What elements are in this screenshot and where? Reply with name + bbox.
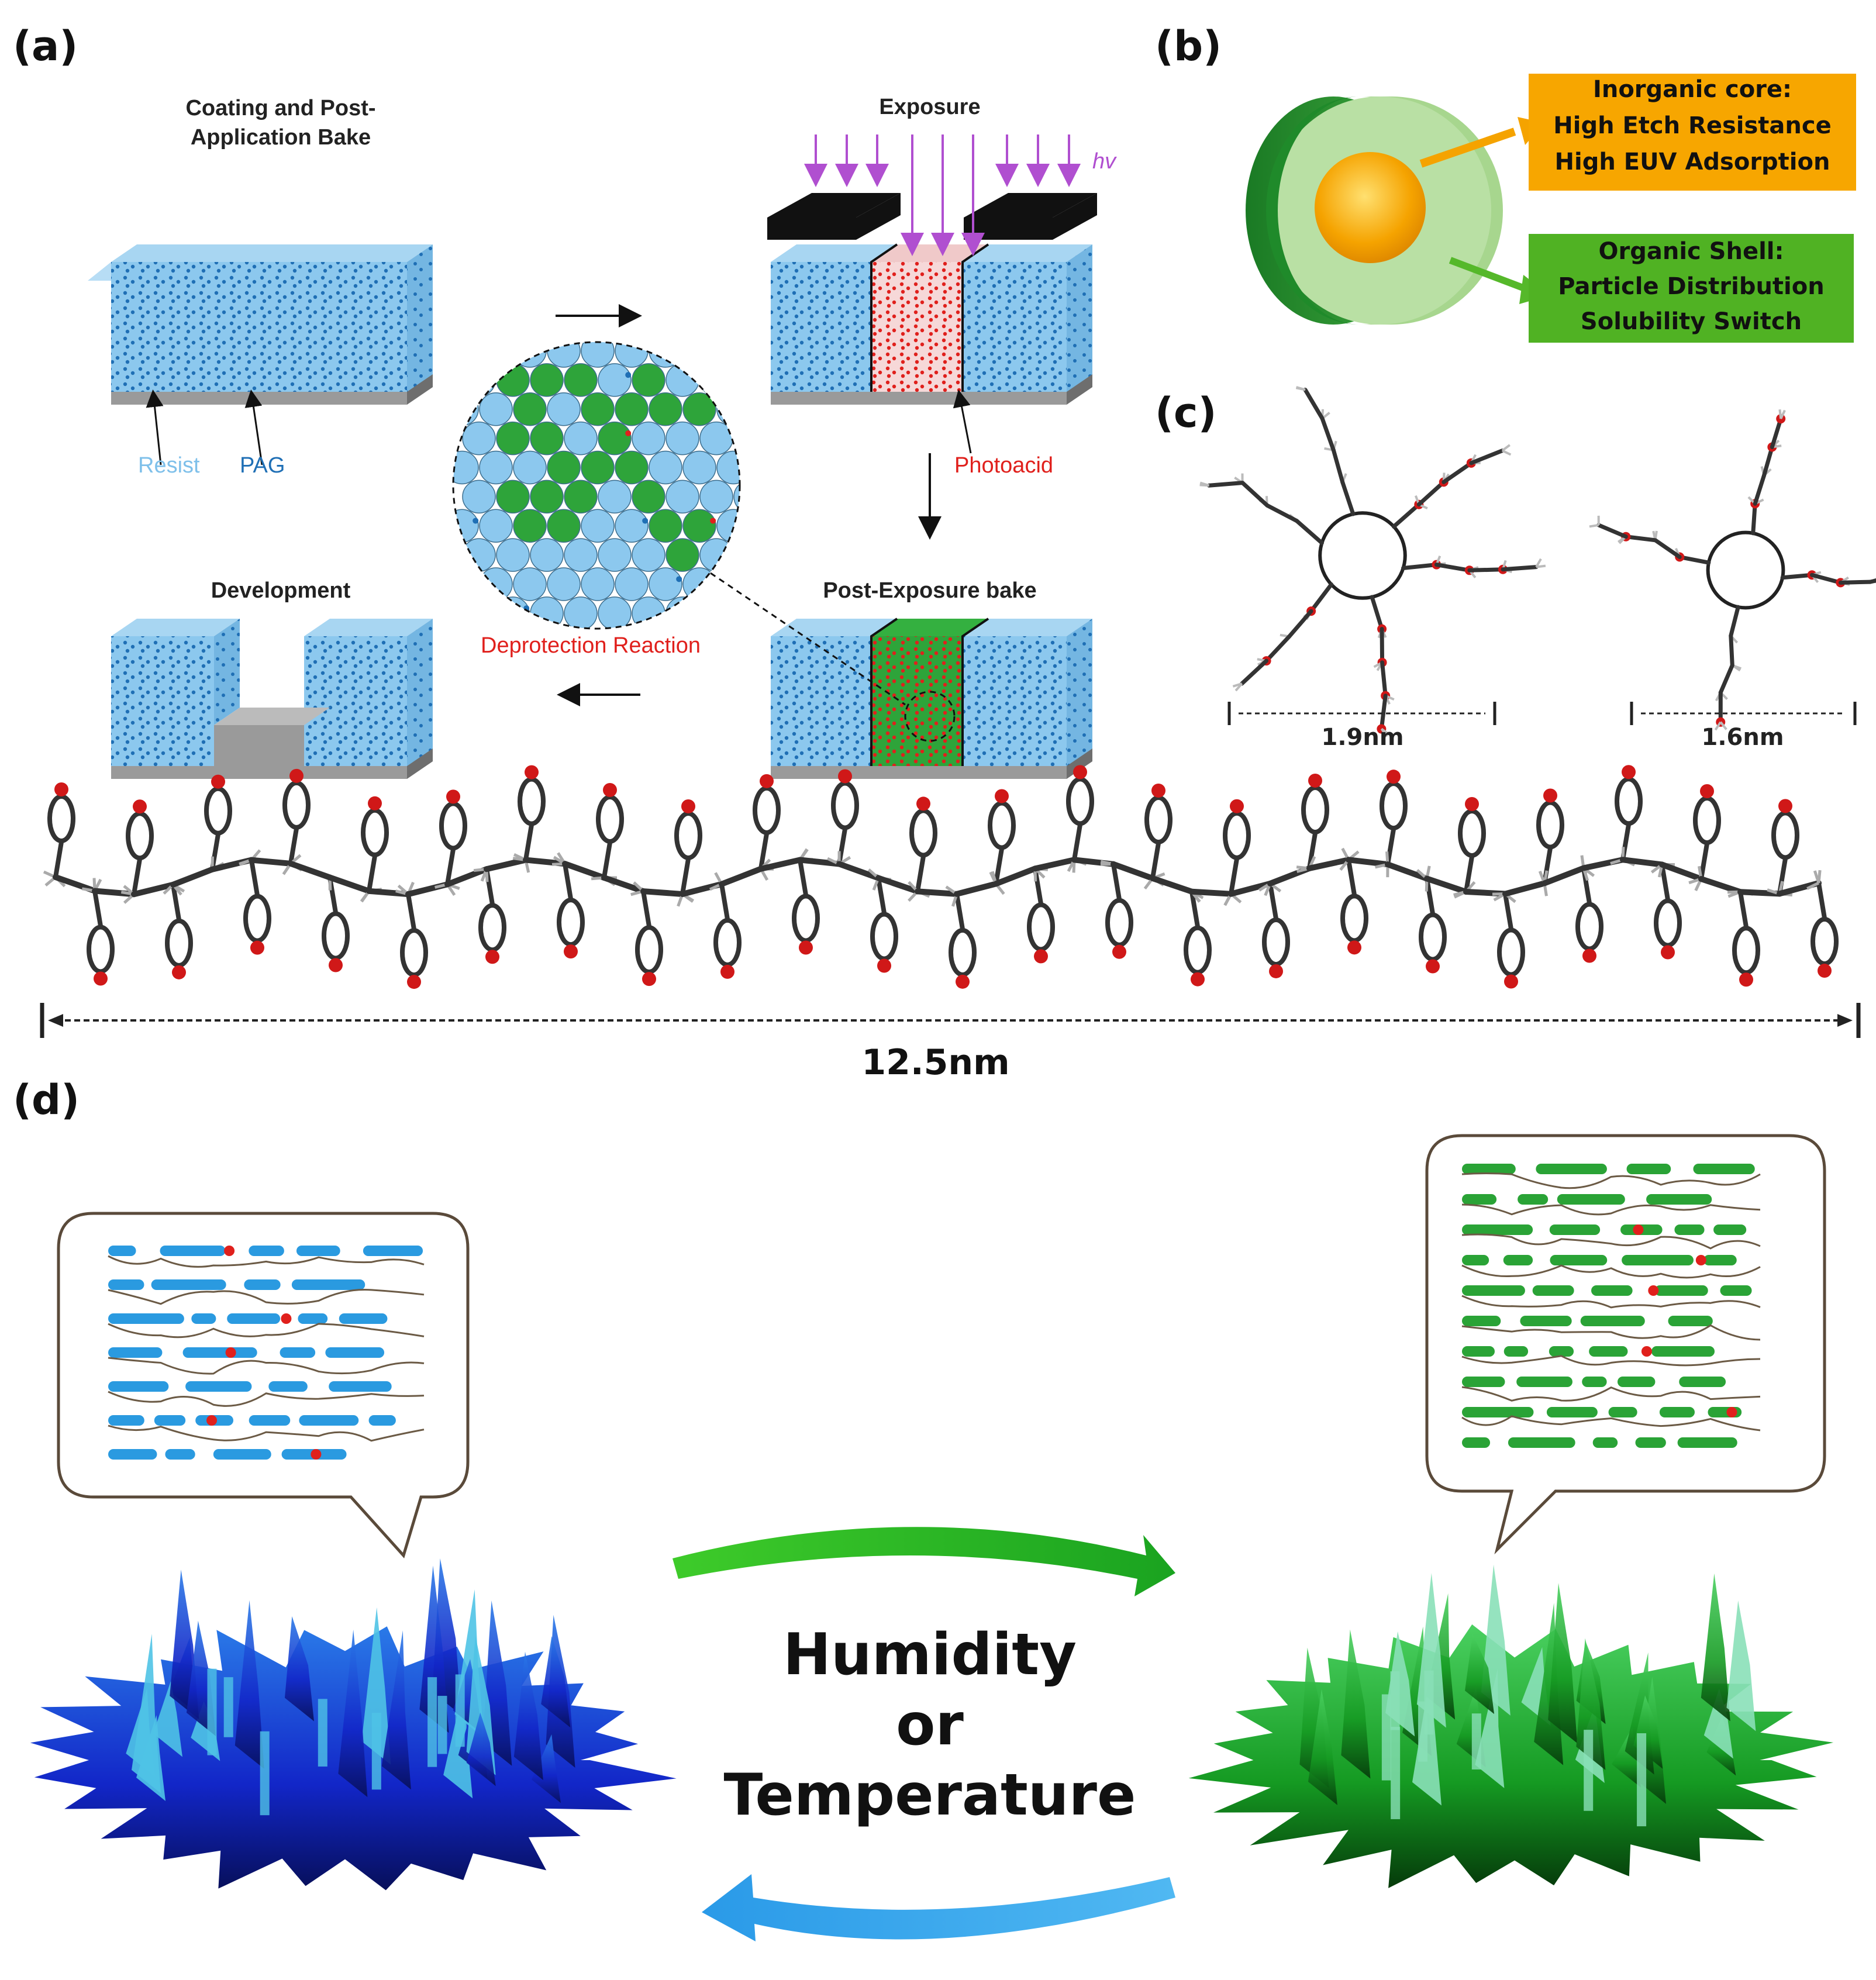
stimulus-humidity: Humidity	[783, 1622, 1077, 1688]
light-rays	[804, 134, 1081, 256]
dim-label-left: 1.9nm	[1321, 724, 1404, 751]
reverse-arrow	[702, 1874, 1175, 1941]
label-deprotection: Deprotection Reaction	[481, 633, 701, 658]
core-title: Inorganic core:	[1592, 76, 1792, 103]
label-resist: Resist	[138, 453, 200, 478]
step-coating-line2: Application Bake	[190, 125, 371, 150]
polymer-chain	[43, 765, 1839, 989]
step-exposure-title: Exposure	[879, 95, 981, 119]
core-pointer	[1419, 127, 1516, 168]
shell-property-1: Particle Distribution	[1558, 273, 1825, 300]
green-3d-structure	[1188, 1564, 1834, 1888]
peb-block	[771, 618, 1092, 779]
bubble-left	[57, 1212, 470, 1558]
forward-arrow	[673, 1527, 1175, 1596]
panel-label-a: (a)	[13, 22, 78, 70]
label-pag: PAG	[240, 453, 285, 478]
panel-label-b: (b)	[1155, 22, 1222, 70]
stimulus-or: or	[896, 1692, 964, 1758]
shell-pointer	[1449, 257, 1529, 293]
molecule-star-left	[1199, 386, 1546, 737]
step-coating-line1: Coating and Post-	[185, 96, 376, 120]
core-info-box	[1529, 74, 1856, 191]
core-property-2: High EUV Adsorption	[1554, 149, 1830, 175]
core-info-text: Inorganic core: High Etch Resistance Hig…	[1529, 71, 1856, 180]
shell-info-box	[1529, 234, 1854, 343]
label-photoacid: Photoacid	[954, 453, 1054, 478]
step-coating-title: Coating and Post- Application Bake	[140, 94, 421, 152]
magnified-circle	[452, 341, 741, 630]
shell-property-2: Solubility Switch	[1580, 308, 1802, 335]
shell-info-text: Organic Shell: Particle Distribution Sol…	[1529, 234, 1854, 339]
coating-block	[88, 244, 433, 405]
molecule-cross-right	[1589, 409, 1876, 731]
shell-title: Organic Shell:	[1598, 238, 1784, 265]
dim-line-right	[1630, 702, 1857, 725]
core-property-1: High Etch Resistance	[1553, 112, 1832, 139]
lamella-structure-blue	[108, 1246, 425, 1460]
blue-3d-structure	[30, 1558, 677, 1891]
lamella-structure-green	[1461, 1164, 1761, 1448]
step-peb-title: Post-Exposure bake	[823, 578, 1037, 603]
label-hv: hv	[1092, 149, 1116, 174]
step-development-title: Development	[211, 578, 351, 603]
panel-label-d: (d)	[13, 1076, 80, 1124]
panel-label-c: (c)	[1155, 389, 1217, 437]
dim-line-left	[1227, 702, 1496, 725]
dim-label-chain: 12.5nm	[861, 1042, 1010, 1083]
stimulus-text: Humidity or Temperature	[690, 1620, 1170, 1830]
dim-line-chain	[40, 1003, 1861, 1038]
development-block	[111, 619, 433, 779]
stimulus-temperature: Temperature	[723, 1762, 1136, 1829]
exposure-block	[771, 243, 1092, 405]
core-shell-particle	[1246, 96, 1503, 325]
dim-label-right: 1.6nm	[1701, 724, 1784, 751]
